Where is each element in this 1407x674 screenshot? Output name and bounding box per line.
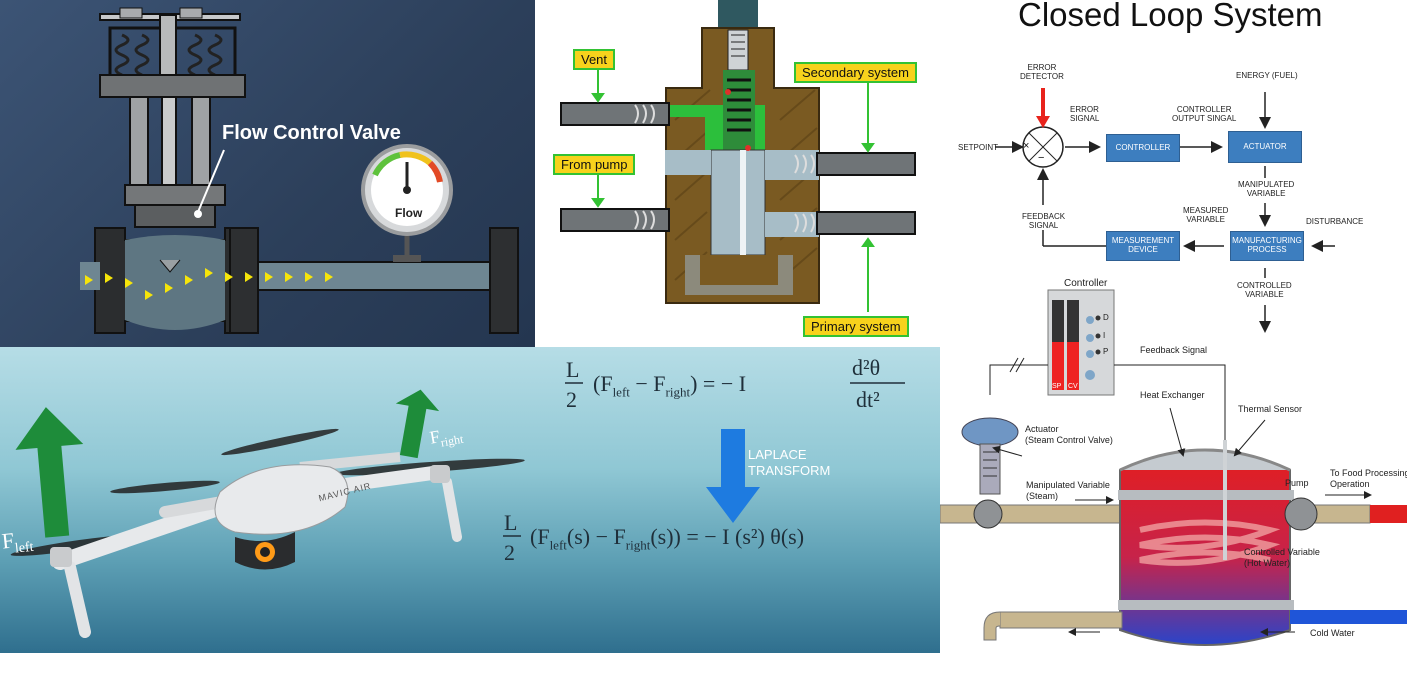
eq1-deriv-num: d²θ [852,355,881,380]
indicator-i: I [1103,331,1106,340]
eq2-frac-den: 2 [504,540,515,565]
heat-exchanger-label: Heat Exchanger [1140,390,1205,400]
controller-block: CONTROLLER [1106,134,1180,162]
primary-system-label: Primary system [803,316,909,337]
cold-water-label: Cold Water [1310,628,1355,638]
eq2-frac-num: L [504,510,518,535]
drone-illustration [10,382,905,638]
pump-label: Pump [1285,478,1309,488]
relief-valve-illustration [560,0,916,312]
eq1-deriv-den: dt² [856,387,880,412]
valve-illustration [80,7,519,334]
summing-minus-sign: − [1038,152,1045,164]
indicator-d: D [1103,313,1109,322]
closed-loop-illustration [940,88,1407,646]
equation-1: (Fleft − Fright) = − I [593,371,747,400]
disturbance-label: DISTURBANCE [1306,217,1364,226]
thermal-sensor-label: Thermal Sensor [1238,404,1303,414]
relief-valve-panel: Vent From pump Secondary system Primary … [535,0,940,347]
actuator-block: ACTUATOR [1228,131,1302,163]
gauge-label: Flow [395,206,423,220]
equation-2: (Fleft(s) − Fright(s)) = − I (s²) θ(s) [530,524,805,553]
secondary-system-label: Secondary system [794,62,917,83]
controller-title: Controller [1064,278,1108,289]
eq1-frac-num: L [566,357,580,382]
manipulated-steam-label: Manipulated Variable(Steam) [1026,480,1110,502]
drone-dynamics-panel: MAVIC AIR Fleft Fright L 2 (Fleft − Frig… [0,347,940,653]
actuator-label: Actuator(Steam Control Valve) [1025,424,1113,446]
closed-loop-title: Closed Loop System [1018,0,1323,33]
controlled-hot-water-label: Controlled Variable(Hot Water) [1244,547,1320,569]
sp-label: SP [1052,383,1062,390]
feedback-signal-wire-label: Feedback Signal [1140,345,1208,355]
indicator-p: P [1103,347,1109,356]
summing-times-sign: × [1023,140,1030,152]
eq1-frac-den: 2 [566,387,577,412]
energy-label: ENERGY (FUEL) [1236,71,1298,80]
flow-control-valve-panel: Flow Control Valve Flow [0,0,535,347]
setpoint-label: SETPOINT [958,143,999,152]
from-pump-label: From pump [553,154,636,175]
valve-title: Flow Control Valve [222,122,401,144]
cv-label: CV [1068,383,1078,390]
vent-label: Vent [573,49,616,70]
f-left-label: Fleft [0,527,35,557]
